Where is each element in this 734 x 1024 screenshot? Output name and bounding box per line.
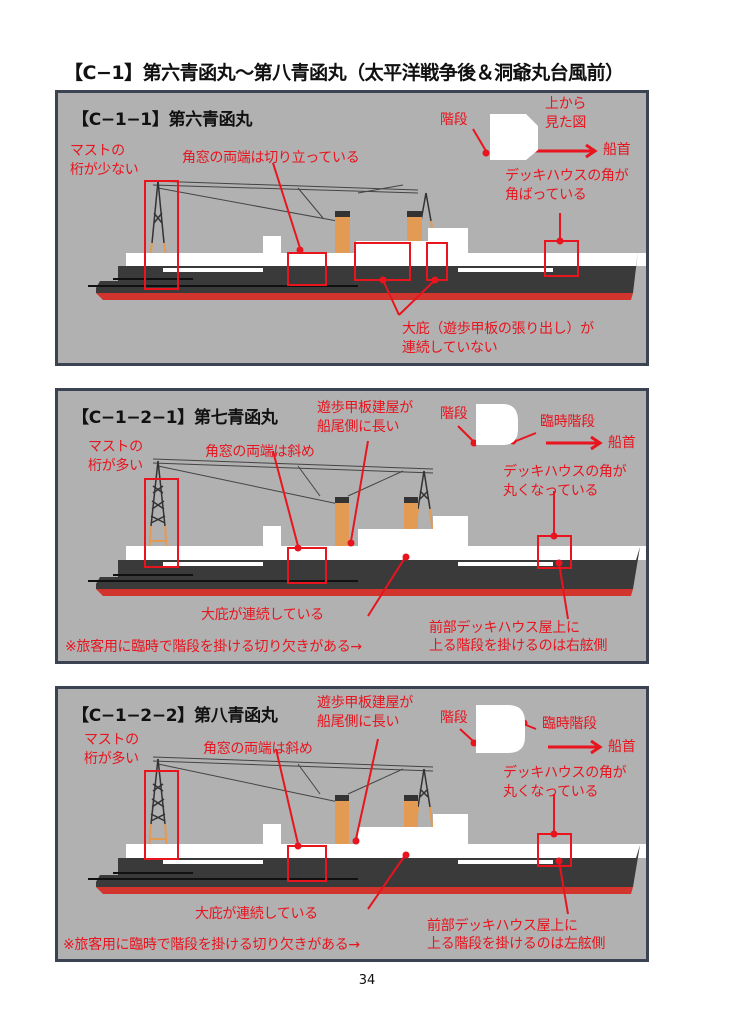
note-stairs: 階段: [440, 406, 468, 422]
ship-illustration: [88, 705, 646, 915]
note-deckhouse: デッキハウスの角が丸くなっている: [503, 464, 627, 499]
note-top-view: 上から見た図: [545, 96, 587, 131]
panel-sixth-seikan-maru: 【C−1−1】第六青函丸: [55, 90, 649, 366]
note-canopy: 大庇（遊歩甲板の張り出し）が連続していない: [402, 321, 594, 356]
note-promenade: 遊歩甲板建屋が船尾側に長い: [317, 400, 413, 435]
page-title: 【C−1】第六青函丸〜第八青函丸（太平洋戦争後＆洞爺丸台風前）: [64, 62, 624, 84]
panel-title: 【C−1−2−1】第七青函丸: [72, 408, 278, 428]
note-cutout: ※旅客用に臨時で階段を掛ける切り欠きがある→: [65, 639, 362, 655]
panel-title: 【C−1−1】第六青函丸: [72, 110, 253, 130]
top-view-shape: [490, 114, 538, 160]
note-roof-stairs: 前部デッキハウス屋上に上る階段を掛けるのは右舷側: [429, 620, 608, 654]
note-mast: マストの桁が少ない: [70, 143, 139, 178]
note-windows: 角窓の両端は斜め: [205, 444, 315, 460]
note-canopy: 大庇が連続している: [201, 607, 324, 623]
panel-seventh-seikan-maru: 【C−1−2−1】第七青函丸: [55, 388, 649, 664]
note-canopy: 大庇が連続している: [195, 906, 318, 922]
ship-illustration: [88, 404, 646, 620]
note-bow: 船首: [608, 435, 636, 451]
note-windows: 角窓の両端は切り立っている: [182, 150, 360, 166]
note-windows: 角窓の両端は斜め: [203, 741, 313, 757]
note-promenade: 遊歩甲板建屋が船尾側に長い: [317, 695, 413, 730]
panel-title: 【C−1−2−2】第八青函丸: [72, 706, 278, 726]
note-mast: マストの桁が多い: [84, 732, 139, 767]
mast-icon: [151, 180, 165, 244]
note-temp-stairs: 臨時階段: [542, 716, 597, 732]
note-roof-stairs: 前部デッキハウス屋上に上る階段を掛けるのは左舷側: [427, 918, 606, 952]
ship-illustration: [88, 114, 646, 316]
note-mast: マストの桁が多い: [88, 439, 143, 474]
note-bow: 船首: [603, 142, 631, 158]
top-view-shape: [476, 404, 518, 445]
note-deckhouse: デッキハウスの角が角ばっている: [505, 168, 629, 203]
note-bow: 船首: [608, 739, 636, 755]
top-view-shape: [476, 705, 525, 753]
page-number: 34: [358, 973, 376, 988]
note-deckhouse: デッキハウスの角が丸くなっている: [503, 765, 627, 800]
note-cutout: ※旅客用に臨時で階段を掛ける切り欠きがある→: [63, 937, 360, 953]
note-stairs: 階段: [440, 112, 468, 128]
note-temp-stairs: 臨時階段: [540, 414, 595, 430]
panel-eighth-seikan-maru: 【C−1−2−2】第八青函丸: [55, 686, 649, 962]
note-stairs: 階段: [440, 710, 468, 726]
